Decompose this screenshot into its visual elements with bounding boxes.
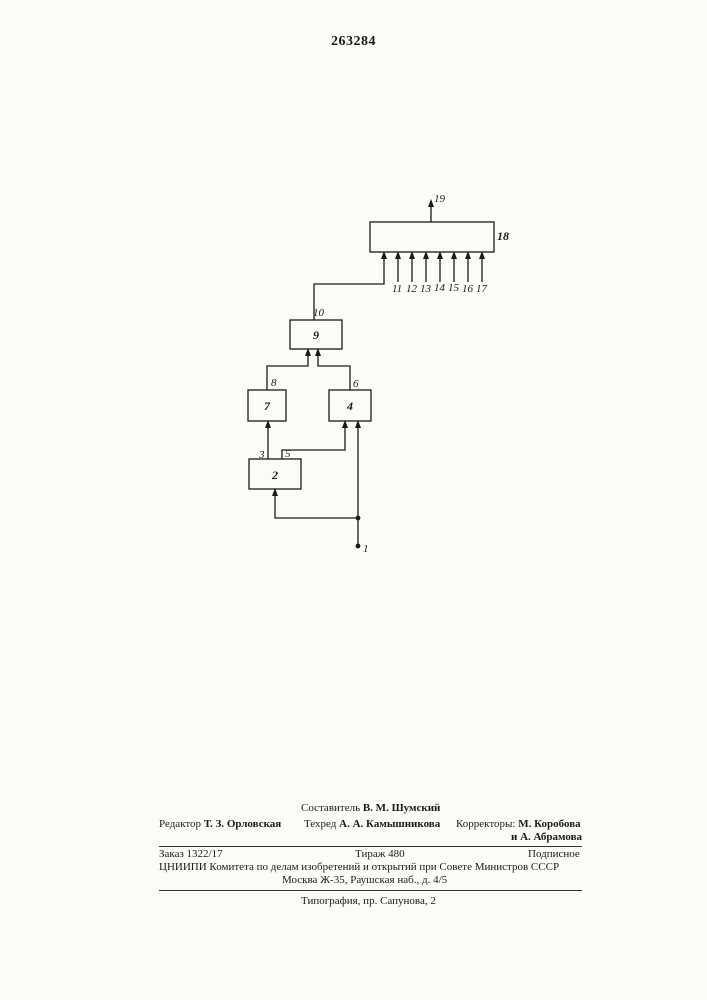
techred-line: Техред А. А. Камышникова: [304, 818, 440, 830]
label-17: 17: [476, 283, 488, 295]
order-number: Заказ 1322/17: [159, 848, 223, 860]
label-12: 12: [406, 283, 418, 295]
block-9-label: 9: [313, 328, 319, 342]
block-4-label: 4: [346, 399, 353, 413]
printing-house: Типография, пр. Сапунова, 2: [301, 895, 436, 907]
techred-name: А. А. Камышникова: [339, 818, 440, 830]
label-16: 16: [462, 283, 474, 295]
wire-5: [282, 424, 345, 459]
compiler-name: В. М. Шумский: [363, 802, 441, 814]
editor-role: Редактор: [159, 818, 201, 830]
label-8: 8: [271, 377, 277, 389]
block-2-label: 2: [271, 468, 278, 482]
corrector-2-line: и А. Абрамова: [511, 831, 582, 843]
editor-name: Т. З. Орловская: [204, 818, 281, 830]
label-10: 10: [313, 307, 325, 319]
block-18: [370, 222, 494, 252]
compiler-line: Составитель В. М. Шумский: [301, 802, 440, 814]
input-terminal-1: [356, 544, 361, 549]
label-15: 15: [448, 282, 460, 294]
label-14: 14: [434, 282, 446, 294]
corrector-name-2: и А. Абрамова: [511, 831, 582, 843]
footer-rule-bottom: [159, 890, 582, 891]
correctors-line: Корректоры: М. Коробова: [456, 818, 581, 830]
label-5: 5: [285, 448, 291, 460]
block-7-label: 7: [264, 399, 271, 413]
label-13: 13: [420, 283, 432, 295]
subscription: Подписное: [528, 848, 580, 860]
label-3: 3: [258, 449, 265, 461]
address: Москва Ж-35, Раушская наб., д. 4/5: [282, 874, 447, 886]
footer-rule-top: [159, 846, 582, 847]
label-1: 1: [363, 543, 369, 555]
label-11: 11: [392, 283, 402, 295]
block-18-label: 18: [497, 229, 509, 243]
compiler-role: Составитель: [301, 802, 360, 814]
label-19: 19: [434, 193, 446, 205]
wire-10: [314, 255, 384, 320]
wire-node-to-2: [275, 492, 358, 518]
circulation: Тираж 480: [355, 848, 405, 860]
corrector-name-1: М. Коробова: [518, 818, 580, 830]
editor-line: Редактор Т. З. Орловская: [159, 818, 281, 830]
techred-role: Техред: [304, 818, 336, 830]
label-6: 6: [353, 378, 359, 390]
junction-node: [356, 516, 361, 521]
correctors-role: Корректоры:: [456, 818, 515, 830]
wire-6: [318, 352, 350, 390]
institute: ЦНИИПИ Комитета по делам изобретений и о…: [159, 861, 559, 873]
